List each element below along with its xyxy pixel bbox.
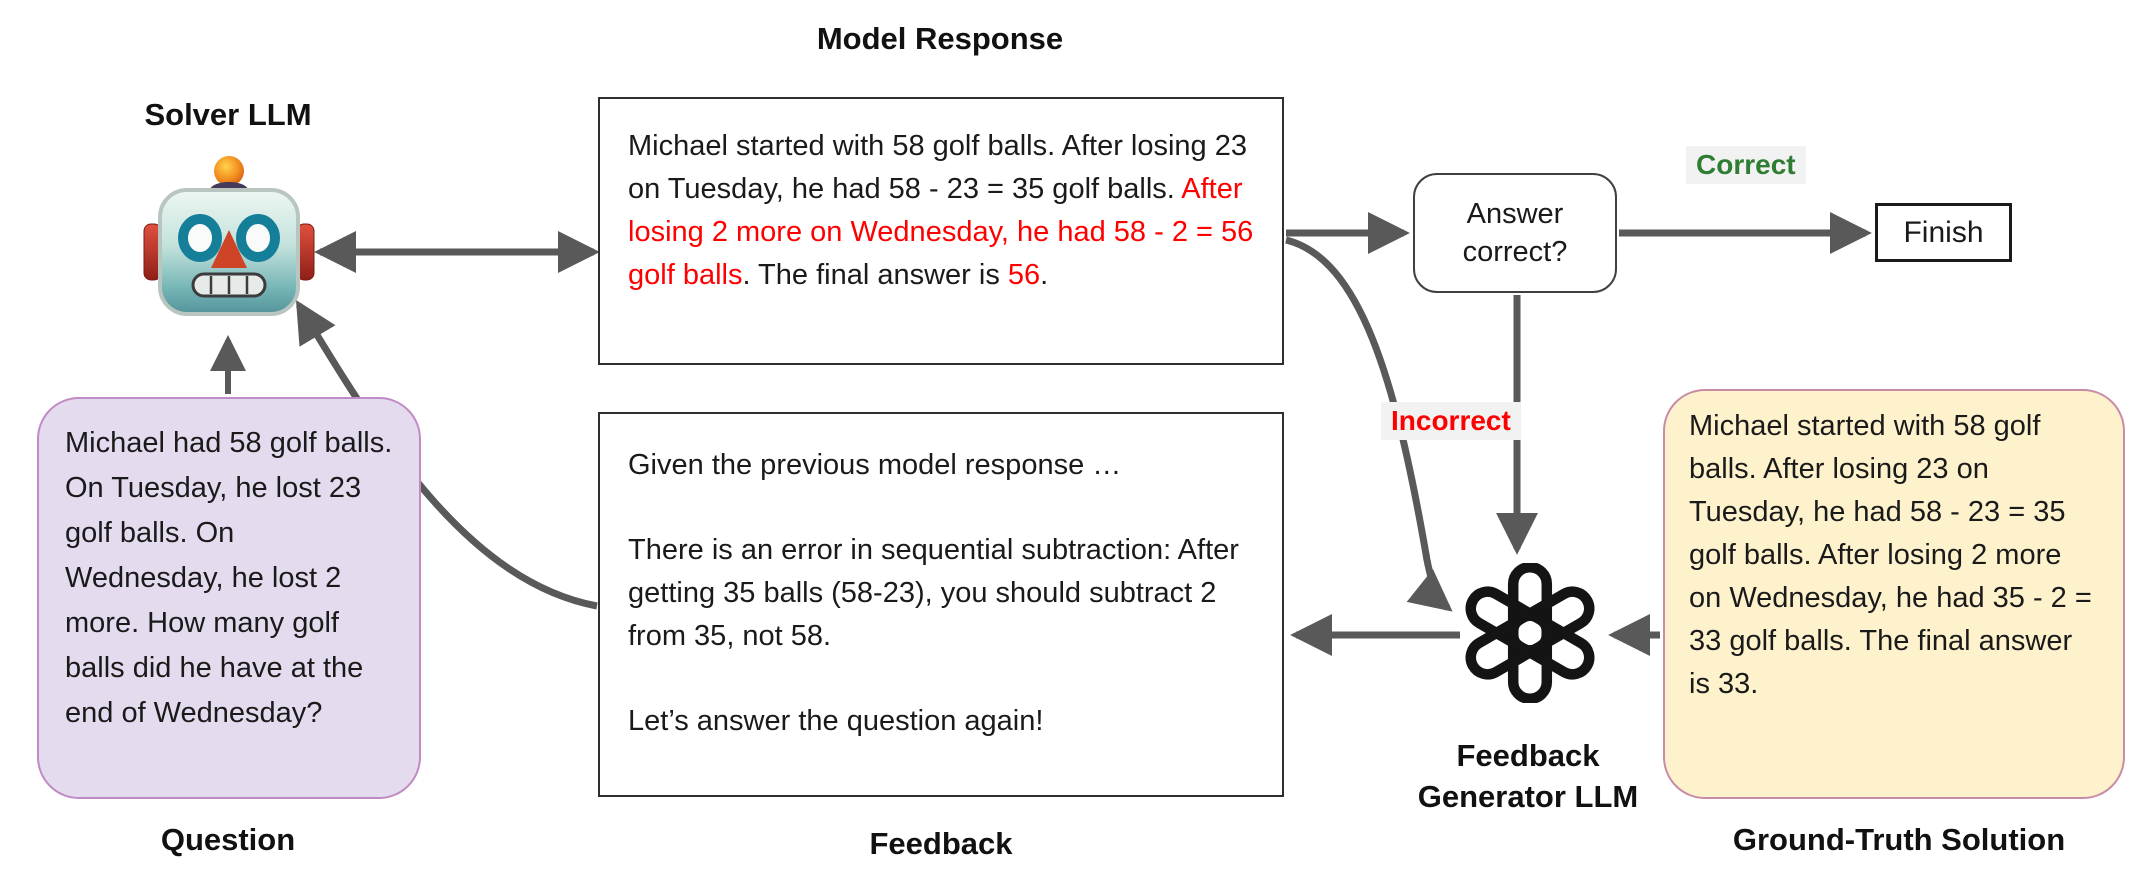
question-label: Question bbox=[160, 822, 296, 857]
feedback-generator-title-line1: Feedback bbox=[1456, 738, 1600, 773]
feedback-box: Given the previous model response …There… bbox=[598, 412, 1284, 797]
decision-text: Answer correct? bbox=[1462, 198, 1568, 268]
solver-llm-title: Solver LLM bbox=[144, 97, 312, 132]
question-bubble: Michael had 58 golf balls. On Tuesday, h… bbox=[37, 397, 421, 799]
arrow-feedback-solver bbox=[295, 299, 598, 610]
finish-box: Finish bbox=[1875, 203, 2012, 262]
feedback-generator-title-line2: Generator LLM bbox=[1417, 779, 1639, 814]
openai-logo-icon bbox=[1460, 563, 1600, 703]
incorrect-edge-label: Incorrect bbox=[1381, 402, 1521, 440]
model-response-box: Michael started with 58 golf balls. Afte… bbox=[598, 97, 1284, 365]
finish-text: Finish bbox=[1903, 215, 1984, 249]
ground-truth-bubble: Michael started with 58 golf balls. Afte… bbox=[1663, 389, 2125, 799]
ground-truth-label: Ground-Truth Solution bbox=[1732, 822, 2066, 857]
feedback-label: Feedback bbox=[869, 826, 1013, 861]
correct-edge-label: Correct bbox=[1686, 146, 1806, 184]
model-response-text: Michael started with 58 golf balls. Afte… bbox=[628, 130, 1254, 291]
model-response-title: Model Response bbox=[816, 21, 1064, 56]
feedback-generator-title: Feedback Generator LLM bbox=[1378, 735, 1678, 817]
robot-icon bbox=[143, 146, 315, 318]
answer-correct-decision: Answer correct? bbox=[1413, 173, 1617, 293]
ground-truth-text: Michael started with 58 golf balls. Afte… bbox=[1689, 410, 2092, 700]
question-text: Michael had 58 golf balls. On Tuesday, h… bbox=[65, 427, 393, 729]
